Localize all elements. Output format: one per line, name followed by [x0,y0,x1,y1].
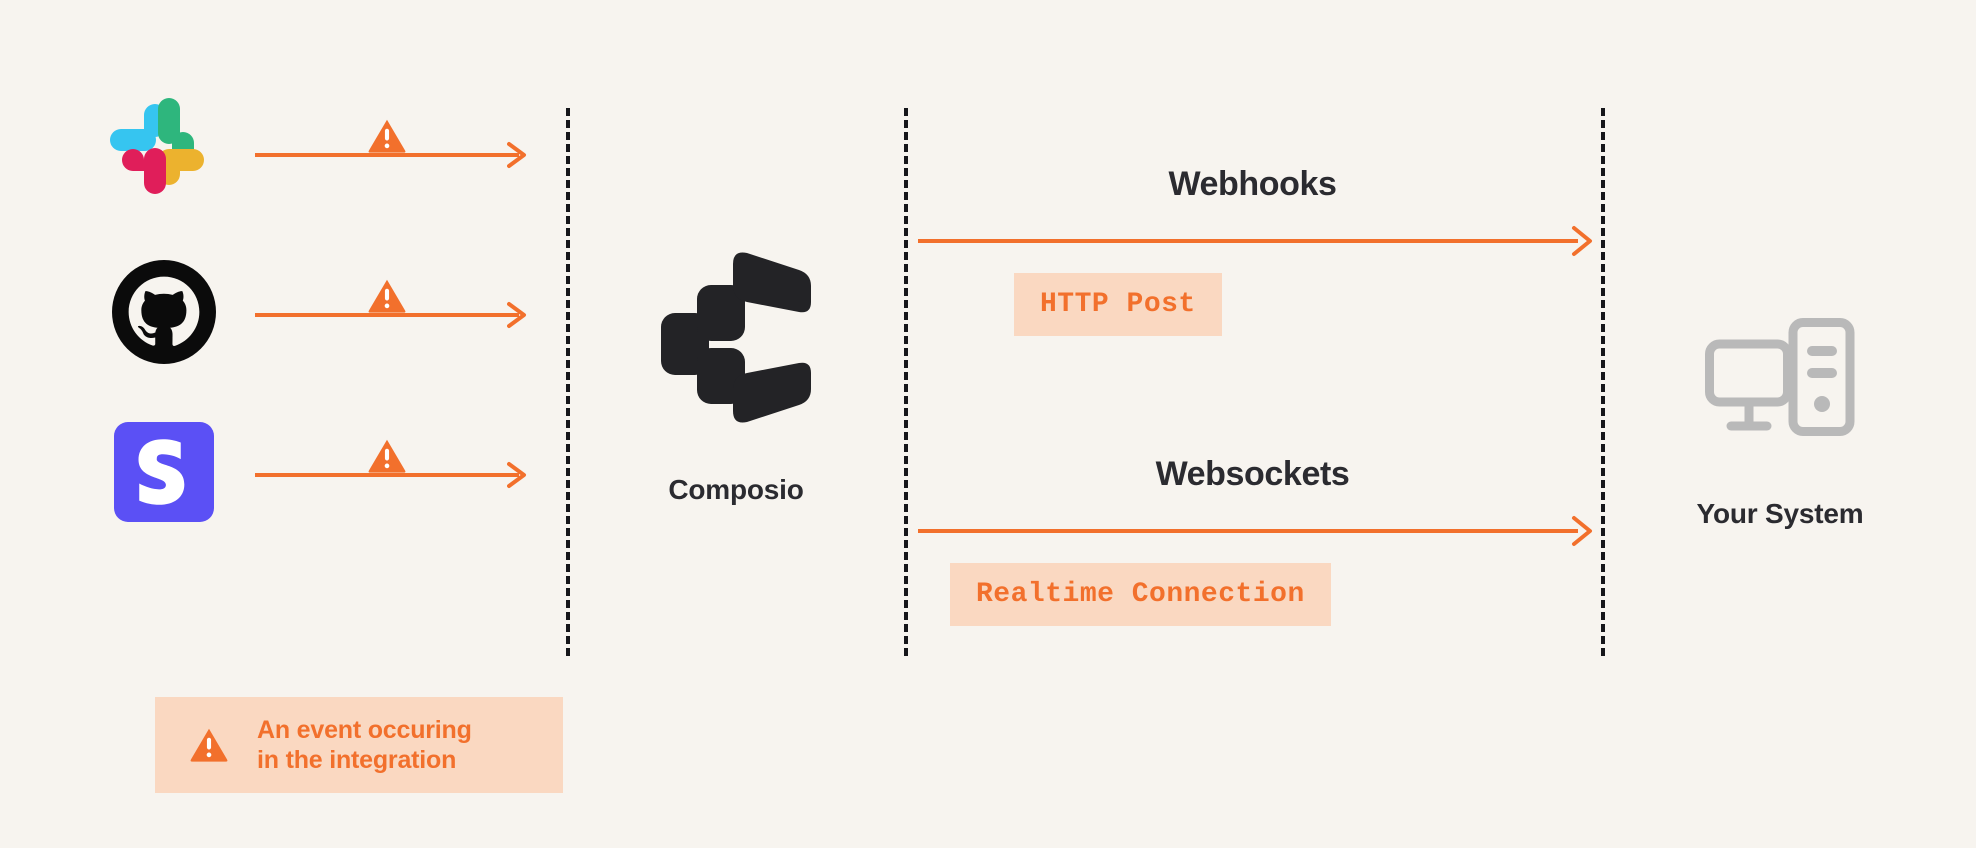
arrow-head-icon [507,142,526,168]
slack-logo-slot [108,96,220,208]
arrow-head-icon [1572,516,1592,546]
arrow-line [255,473,519,477]
composio-label: Composio [668,474,804,505]
divider-composio-boundary [904,108,908,656]
badge-http-post: HTTP Post [1014,273,1222,336]
warning-triangle-icon [368,439,406,473]
arrow-head-icon [1572,226,1592,256]
source-row-slack [0,96,566,216]
desktop-computer-icon [1705,318,1855,436]
system-label: Your System [1696,498,1864,529]
warning-triangle-icon [190,728,228,762]
arrow-line [918,529,1578,533]
github-logo-slot [108,256,220,368]
divider-system-boundary [1601,108,1605,656]
event-arrow-github [255,256,535,368]
warning-triangle-icon [368,119,406,153]
github-logo [112,260,216,364]
arrow-head-icon [507,462,526,488]
arrow-line [255,153,519,157]
badge-realtime-connection: Realtime Connection [950,563,1331,626]
stripe-logo-slot [108,416,220,528]
composio-logo [661,252,811,423]
channel-title-websockets: Websockets [1155,455,1350,493]
source-row-stripe [0,416,566,536]
legend-event-box: An event occuring in the integration [155,697,563,793]
source-row-github [0,256,566,376]
legend-text: An event occuring in the integration [257,715,472,775]
channel-title-webhooks: Webhooks [1168,165,1337,203]
slack-logo [110,98,218,206]
divider-integrations-boundary [566,108,570,656]
arrow-line [255,313,519,317]
arrow-line [918,239,1578,243]
event-arrow-stripe [255,416,535,528]
composio-block: Composio [604,250,868,506]
system-block: Your System [1660,318,1900,530]
channel-arrow-websockets [918,515,1601,547]
warning-triangle-icon [368,279,406,313]
arrow-head-icon [507,302,526,328]
event-arrow-slack [255,96,535,208]
stripe-logo [114,422,214,522]
channel-arrow-webhooks [918,225,1601,257]
